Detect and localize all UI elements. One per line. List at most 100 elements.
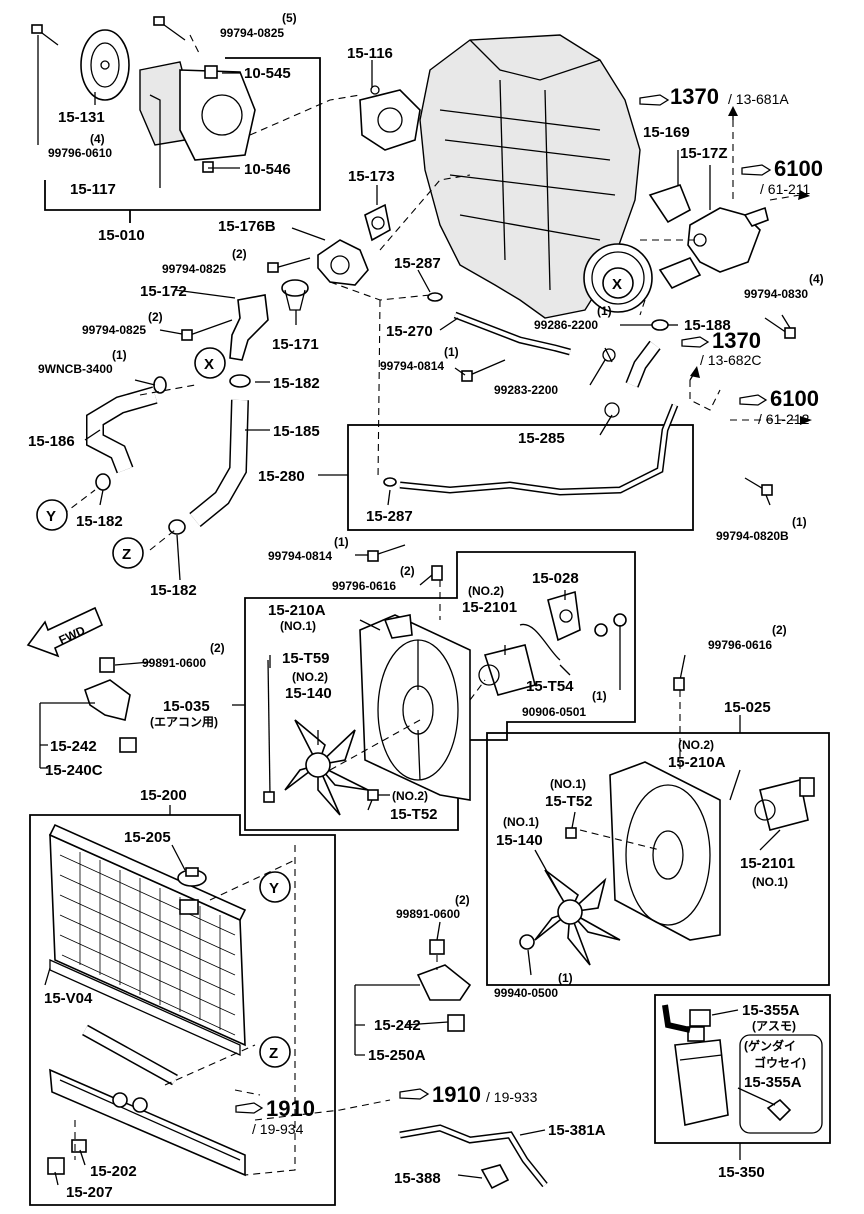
bracket-15-250a — [416, 939, 472, 1032]
nut-99940 — [519, 934, 535, 950]
label-15-116: 15-116 — [347, 45, 393, 62]
label-15-035: 15-035 — [163, 698, 210, 715]
label-15-2101-b: 15-2101 — [740, 855, 795, 872]
label-15-140-b: 15-140 — [496, 832, 543, 849]
callout-y-radiator-label: Y — [269, 880, 279, 897]
bolt-99796-0616-b — [673, 654, 686, 691]
callout-z-radiator: Z — [259, 1036, 291, 1068]
label-qty-99891-0600-b: (2) — [455, 893, 470, 907]
label-qty-99891-0600-a: (2) — [210, 641, 225, 655]
elbow-15-172 — [229, 294, 269, 361]
mount-15-207 — [47, 1157, 65, 1175]
label-15-173: 15-173 — [348, 168, 395, 185]
label-15-242-a: 15-242 — [50, 738, 97, 755]
callout-x-left: X — [194, 347, 226, 379]
dash-2 — [329, 281, 431, 301]
label-qty-99794-0814-a: (1) — [444, 345, 459, 359]
fan-motor-no2 — [478, 623, 561, 696]
callout-x-left-label: X — [204, 356, 214, 373]
water-pump — [139, 61, 256, 173]
bolt-99794-0814-a — [461, 359, 506, 382]
label-no2-a: (NO.2) — [468, 584, 504, 598]
label-15-200: 15-200 — [140, 787, 187, 804]
water-pump-pulley — [80, 29, 130, 101]
label-15-17z: 15-17Z — [680, 145, 728, 162]
box-15-025 — [486, 732, 830, 986]
dash-pump-engine — [249, 94, 361, 136]
label-no1-b: (NO.1) — [550, 777, 586, 791]
label-99796-0616-a: 99796-0616 — [332, 579, 396, 593]
label-qty-99794-0814-b: (1) — [334, 535, 349, 549]
bolt-15-t52-b — [565, 827, 577, 839]
pipe-15-270 — [427, 292, 571, 356]
dash-fan2-2 — [469, 679, 486, 701]
label-99286-2200: 99286-2200 — [534, 318, 598, 332]
label-15-355a-2: 15-355A — [744, 1074, 802, 1091]
label-aircon: (エアコン用) — [150, 715, 218, 729]
hose-right — [625, 340, 661, 388]
label-90906-0501: 90906-0501 — [522, 705, 586, 719]
callout-z-left-label: Z — [122, 546, 131, 563]
hose-15-185 — [189, 399, 249, 527]
label-15-t52-b: 15-T52 — [545, 793, 593, 810]
part-labels: 15-131 (4) 99796-0610 (5) 99794-0825 10-… — [28, 11, 824, 1201]
bolt-99796-0616-a — [431, 565, 443, 581]
resistor-15-028 — [547, 590, 581, 642]
bolt-15-t59 — [263, 659, 275, 803]
label-qty-9wncb: (1) — [112, 348, 127, 362]
dash-rad-2 — [244, 845, 296, 1176]
label-15-v04: 15-V04 — [44, 990, 93, 1007]
dash-rad-1 — [209, 859, 296, 901]
label-15-140-a: 15-140 — [285, 685, 332, 702]
thermostat-housing — [317, 239, 369, 286]
label-15-186: 15-186 — [28, 433, 75, 450]
label-qty-99794-0825-b: (2) — [148, 310, 163, 324]
dash-fan1-2 — [579, 829, 661, 851]
radiator-lower-tank — [49, 1068, 246, 1177]
box-15-280 — [347, 424, 694, 531]
label-15-131: 15-131 — [58, 109, 105, 126]
clip-15-388 — [480, 1164, 510, 1190]
label-15-025: 15-025 — [724, 699, 771, 716]
label-ref-1910a-sub: / 19-934 — [252, 1121, 304, 1137]
dash-12 — [149, 529, 176, 551]
label-15-240c: 15-240C — [45, 762, 103, 779]
bolt-99796-0610 — [31, 24, 59, 46]
label-15-270: 15-270 — [386, 323, 433, 340]
label-no2-b: (NO.2) — [292, 670, 328, 684]
label-15-210a-2: 15-210A — [668, 754, 726, 771]
label-ref-6100a: 6100 — [774, 156, 823, 181]
label-15-172: 15-172 — [140, 283, 187, 300]
dash-rad-5 — [234, 1089, 261, 1096]
ref-icon-1910a — [235, 1102, 264, 1114]
label-qty-99796-0610: (4) — [90, 132, 105, 146]
label-15-280: 15-280 — [258, 468, 305, 485]
overflow-hose — [399, 1124, 548, 1188]
arrowhead-6100b — [800, 416, 812, 425]
water-outlet-15-17Z — [658, 206, 769, 290]
label-15-117: 15-117 — [70, 181, 116, 198]
label-qty-99794-0825-a: (2) — [232, 247, 247, 261]
ref-icon-6100b — [739, 394, 768, 406]
radiator-seal-15-v04 — [49, 958, 241, 1057]
dash-rad-6 — [254, 1099, 391, 1121]
clamp-15-182-b — [95, 473, 111, 491]
callout-x-label: X — [612, 276, 622, 293]
dash-bolt — [189, 34, 201, 56]
callout-y-radiator: Y — [259, 871, 291, 903]
label-15-171: 15-171 — [272, 336, 319, 353]
box-15-350 — [654, 994, 831, 1144]
label-no1-c: (NO.1) — [503, 815, 539, 829]
bolt-99794-0820B — [744, 477, 773, 496]
dash-7 — [689, 380, 721, 411]
label-10-546: 10-546 — [244, 161, 291, 178]
ref-icon-1370b — [681, 336, 710, 348]
label-qty-99796-0616-b: (2) — [772, 623, 787, 637]
box-fan-no2 — [244, 551, 636, 831]
label-15-285: 15-285 — [518, 430, 565, 447]
label-99940-0500: 99940-0500 — [494, 986, 558, 1000]
callout-y-left: Y — [36, 499, 68, 531]
clamp-99286 — [651, 319, 669, 331]
label-15-355a-1: 15-355A — [742, 1002, 800, 1019]
